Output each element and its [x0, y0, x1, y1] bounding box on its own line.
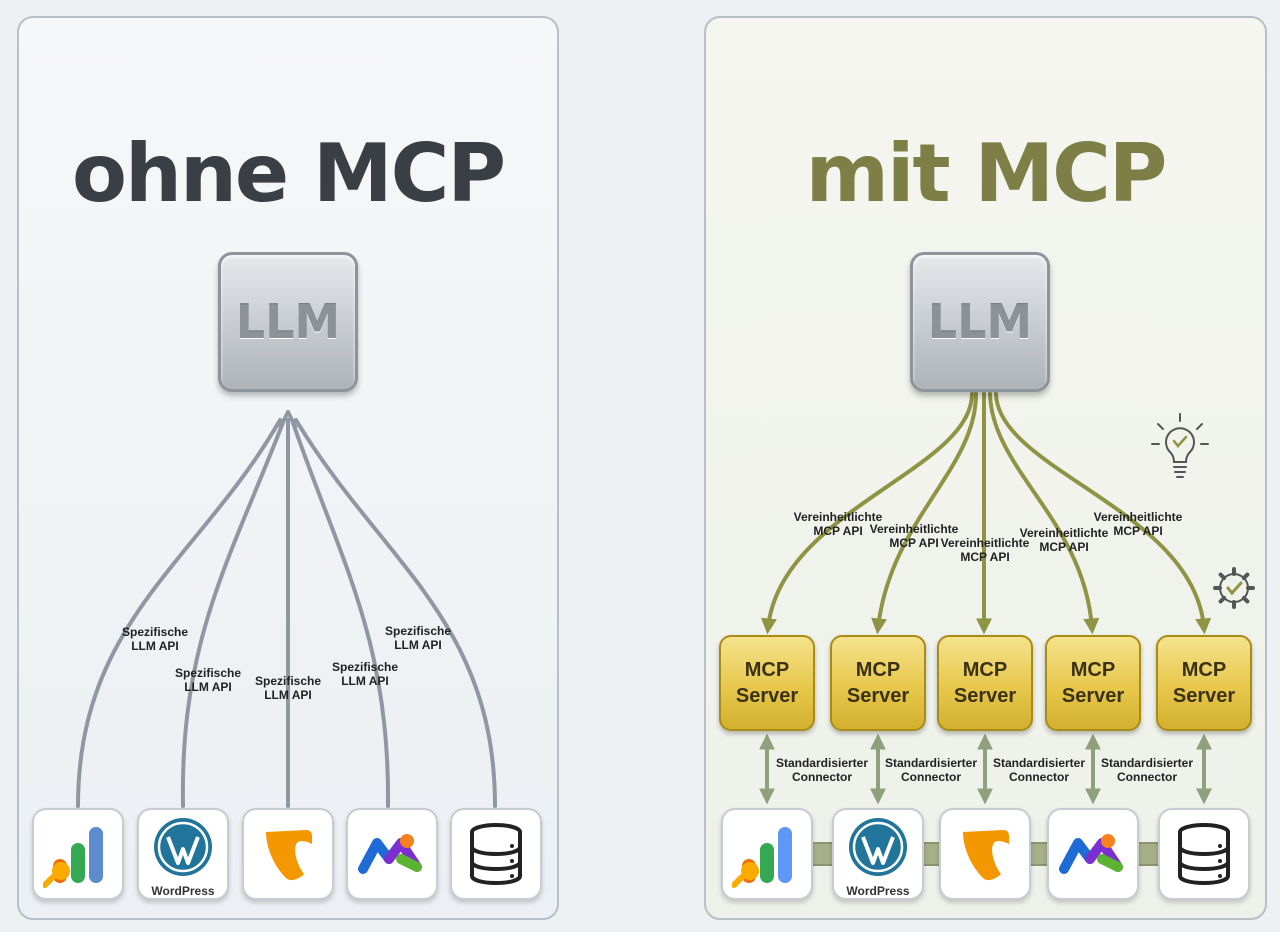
- llm-label: LLM: [927, 295, 1033, 349]
- wordpress-label: WordPress: [151, 884, 215, 898]
- tool-google-analytics-right: [721, 808, 813, 900]
- tool-make-right: [1047, 808, 1139, 900]
- tool-database-left: [450, 808, 542, 900]
- title-with-mcp: mit MCP: [805, 127, 1168, 220]
- tool-wordpress-right: [832, 808, 924, 900]
- typo3-icon: [963, 830, 1009, 881]
- llm-box-right: LLM: [910, 252, 1050, 392]
- google-analytics-icon: [43, 827, 103, 888]
- left-line-2: [180, 418, 286, 808]
- tool-typo3-left: [242, 808, 334, 900]
- right-line-5: [994, 392, 1212, 635]
- left-line-1: [76, 418, 282, 808]
- llm-box-left: LLM: [218, 252, 358, 392]
- typo3-icon: [266, 830, 312, 881]
- llm-label: LLM: [235, 295, 341, 349]
- wordpress-icon: [154, 818, 212, 876]
- wordpress-label: WordPress: [846, 884, 910, 898]
- right-line-2: [871, 392, 978, 635]
- database-icon: [1178, 823, 1230, 886]
- title-without-mcp: ohne MCP: [72, 127, 506, 220]
- make-icon: [1059, 834, 1123, 874]
- tool-typo3-right: [939, 808, 1031, 900]
- gear-check-icon: [1213, 567, 1255, 609]
- left-line-4: [290, 418, 391, 808]
- left-line-5: [294, 418, 497, 808]
- google-analytics-icon: [732, 827, 792, 888]
- tool-wordpress-left: [137, 808, 229, 900]
- right-line-1: [761, 392, 974, 635]
- right-line-4: [988, 392, 1100, 635]
- wordpress-icon: [849, 818, 907, 876]
- tool-make-left: [346, 808, 438, 900]
- tool-google-analytics-left: [32, 808, 124, 900]
- database-icon: [470, 823, 522, 886]
- lightbulb-icon: [1151, 413, 1209, 478]
- tool-database-right: [1158, 808, 1250, 900]
- make-icon: [358, 834, 422, 874]
